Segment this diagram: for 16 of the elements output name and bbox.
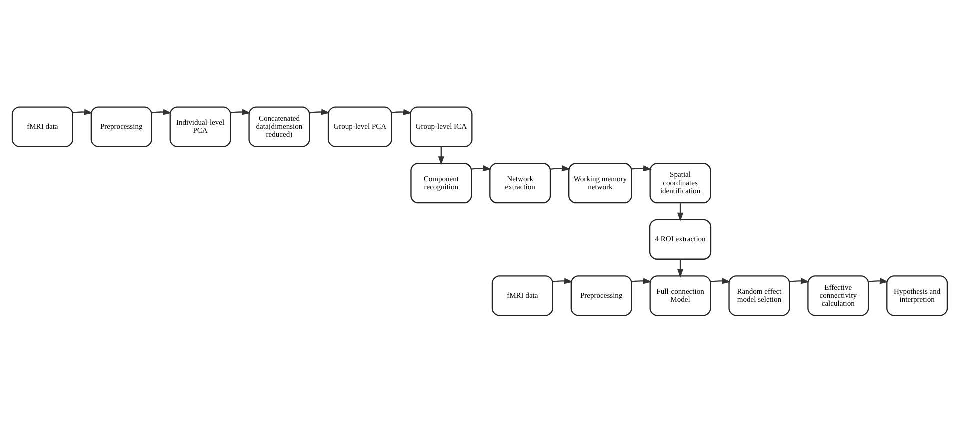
arrow: [472, 166, 492, 172]
arrow: [710, 278, 731, 284]
arrow: [392, 109, 412, 116]
arrow: [677, 260, 684, 278]
arrow: [790, 278, 810, 284]
arrow: [868, 278, 889, 284]
arrow: [632, 278, 652, 284]
arrow: [72, 109, 94, 116]
arrow: [438, 146, 444, 166]
arrow: [230, 109, 251, 116]
arrow: [152, 109, 172, 116]
arrow: [552, 278, 574, 284]
arrow: [550, 166, 571, 172]
arrow: [677, 203, 684, 222]
arrow: [632, 166, 652, 172]
arrow: [310, 109, 330, 116]
